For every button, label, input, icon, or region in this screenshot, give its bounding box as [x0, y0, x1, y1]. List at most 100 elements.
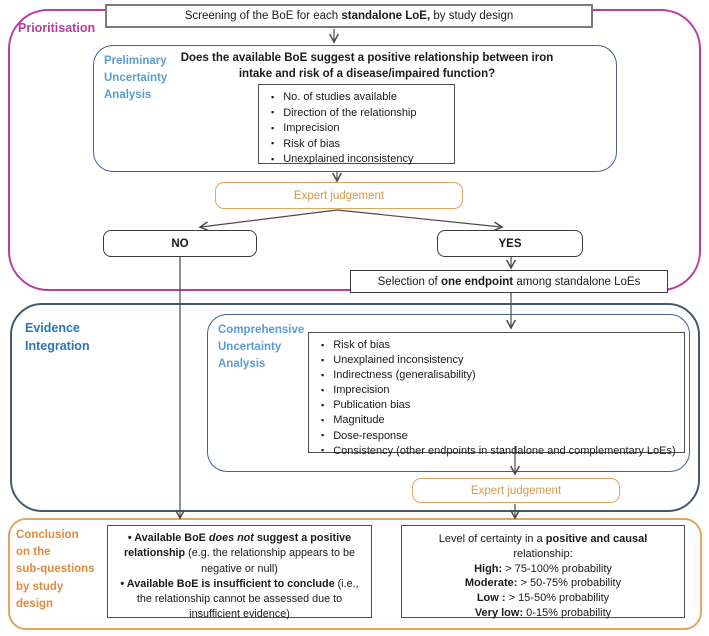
bullet-text: Imprecision [283, 122, 340, 134]
criteria-item: ▪Imprecision [269, 121, 448, 137]
preliminary-criteria-list: ▪ No. of studies available ▪ Direction of t… [258, 84, 455, 165]
comprehensive-uncertainty-box-outline [207, 314, 690, 472]
label-line: sub-questions [16, 563, 95, 576]
bullet-text: Unexplained inconsistency [333, 354, 464, 367]
bullet-text: No. of studies available [283, 91, 397, 103]
criteria-item: ▪ Imprecision [319, 383, 678, 398]
label-line: Preliminary [104, 55, 167, 67]
conclusion-item: • Available BoE does not suggest a posit… [116, 531, 363, 577]
square-bullet-icon: ▪ [321, 339, 325, 350]
text-segment: Screening of the BoE for each [184, 10, 342, 22]
label-line: Analysis [104, 89, 152, 101]
bullet-text: Unexplained inconsistency [283, 153, 414, 165]
label-line: by study [16, 580, 64, 593]
certainty-line: Low : > 15-50% probability [408, 591, 678, 606]
bullet-text: Magnitude [333, 414, 385, 427]
certainty-line: Level of certainty in a positive and cau… [408, 532, 678, 547]
label-line: Integration [25, 338, 90, 353]
square-bullet-icon: ▪ [321, 414, 325, 425]
certainty-line: High: > 75-100% probability [408, 562, 678, 577]
text-segment: relationship: [513, 547, 573, 560]
question-line: Does the available BoE suggest a positiv… [180, 52, 554, 64]
bullet-text: Consistency (other endpoints in standalo… [333, 444, 676, 457]
square-bullet-icon: ▪ [321, 430, 325, 441]
expert-judgement-box-2: Expert judgement [412, 478, 620, 503]
certainty-levels-box: Level of certainty in a positive and cau… [401, 525, 685, 621]
criteria-item: ▪ Risk of bias [269, 137, 448, 153]
text-segment: does not [208, 532, 254, 544]
criteria-item: ▪Indirectness (generalisability) [319, 368, 678, 383]
evidence-integration-section-outline [10, 303, 700, 512]
expert-judgement-label: Expert judgement [470, 484, 562, 497]
square-bullet-icon: ▪ [271, 138, 275, 148]
text-segment: High: [474, 562, 503, 575]
bullet-text: Risk of bias [333, 339, 391, 351]
yes-box: YES [437, 230, 583, 257]
conclusion-item: • Available BoE is insufficient to concl… [116, 577, 363, 623]
bullet-text: Direction of the relationship [283, 106, 417, 119]
endpoint-selection-box: Selection of one endpoint among standalo… [350, 270, 668, 293]
expert-judgement-box-1: Expert judgement [215, 182, 463, 209]
screening-box: Screening of the BoE for each standalone… [105, 4, 593, 28]
bullet-text: Imprecision [333, 384, 390, 397]
text-segment: • Available BoE [127, 532, 209, 544]
conclusion-negative-box: • Available BoE does not suggest a posit… [107, 525, 372, 620]
expert-judgement-label: Expert judgement [293, 189, 385, 202]
text-segment: 0-15% probability [523, 606, 612, 619]
square-bullet-icon: ▪ [321, 399, 325, 410]
certainty-line: relationship: [408, 547, 678, 562]
square-bullet-icon: ▪ [321, 354, 325, 365]
bullet-text: Indirectness (generalisability) [333, 369, 476, 382]
no-label: NO [171, 237, 189, 250]
label-line: design [16, 597, 54, 610]
question-line: intake and risk of a disease/impaired fu… [238, 67, 496, 80]
square-bullet-icon: ▪ [271, 107, 275, 117]
text-segment: (e.g. the relationship appears to be neg… [188, 547, 356, 575]
text-segment: by study design [430, 10, 514, 22]
label-line: on the [16, 546, 51, 559]
criteria-item: ▪ Risk of bias [319, 338, 678, 353]
bullet-text: Risk of bias [283, 137, 341, 150]
text-segment: Level of certainty in a [438, 533, 546, 545]
criteria-item: ▪ Direction of the relationship [269, 106, 448, 122]
bullet-text: Dose-response [333, 429, 408, 442]
criteria-item: ▪ Dose-response [319, 429, 678, 444]
yes-label: YES [498, 237, 522, 250]
text-segment: among standalone LoEs [513, 275, 641, 288]
no-box: NO [103, 230, 257, 257]
certainty-line: Moderate: > 50-75% probability [408, 576, 678, 591]
text-segment: > 75-100% probability [502, 562, 612, 575]
square-bullet-icon: ▪ [271, 153, 275, 164]
certainty-line: Very low: 0-15% probability [408, 606, 678, 621]
text-segment: (i.e., the relationship cannot be assess… [136, 577, 359, 621]
screening-box-text: Screening of the BoE for each standalone… [185, 10, 514, 22]
label-line: Evidence [25, 321, 80, 335]
text-segment: one endpoint [440, 275, 514, 288]
criteria-item: ▪ No. of studies available [269, 90, 448, 106]
text-segment: Very low: [474, 606, 524, 619]
criteria-item: ▪ Magnitude [319, 413, 678, 428]
label-line: Analysis [218, 358, 266, 370]
bullet-text: Publication bias [333, 399, 411, 412]
conclusion-section-outline [8, 518, 702, 630]
text-segment: Selection of [377, 275, 441, 288]
label-line: Uncertainty [218, 341, 282, 353]
preliminary-uncertainty-box-outline [93, 45, 617, 172]
text-segment: > 50-75% probability [517, 577, 622, 590]
text-segment: • Available BoE is insufficient to concl… [120, 577, 338, 590]
square-bullet-icon: ▪ [321, 445, 325, 456]
criteria-item: ▪ Consistency (other endpoints in standal… [319, 444, 678, 459]
square-bullet-icon: ▪ [321, 384, 325, 395]
label-line: Uncertainty [104, 72, 168, 84]
comprehensive-criteria-list: ▪Risk of bias▪Unexplained inconsistency▪… [308, 332, 685, 457]
screening-question: Does the available BoE suggest a positiv… [152, 51, 582, 82]
square-bullet-icon: ▪ [271, 91, 275, 102]
criteria-item: ▪ Publication bias [319, 398, 678, 413]
criteria-item: ▪ Unexplained inconsistency [319, 353, 678, 368]
label-line: Comprehensive [218, 324, 305, 336]
